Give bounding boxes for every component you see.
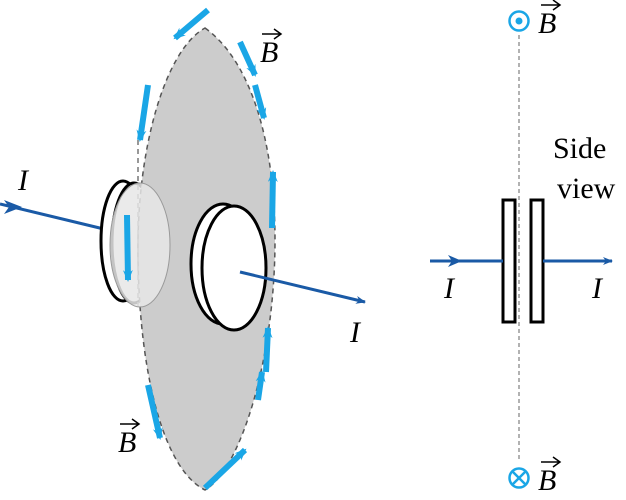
- svg-text:B: B: [538, 464, 556, 497]
- current-wire-out: [239, 270, 366, 304]
- field-arrow: [262, 326, 273, 373]
- field-arrow: [237, 40, 258, 77]
- field-arrow: [252, 84, 267, 120]
- field-arrow: [136, 84, 151, 142]
- side-view-label-line1: Side: [553, 132, 606, 165]
- side-view-label-line2: view: [557, 172, 616, 205]
- field-arrow: [202, 447, 248, 491]
- field-arrow: [173, 7, 210, 41]
- field-arrow: [122, 214, 133, 282]
- plate-overlap-shade: [109, 182, 171, 308]
- current-arrow-in-icon: [4, 200, 22, 214]
- field-label-side-bottom: B: [538, 456, 562, 497]
- dot-in-circle-icon: [508, 10, 530, 32]
- current-label-in: I: [17, 164, 30, 197]
- field-arrow: [267, 170, 278, 229]
- field-arrow: [145, 384, 163, 440]
- field-arrows: [122, 7, 278, 491]
- current-label-out: I: [349, 316, 362, 349]
- front-capacitor-plate: [189, 202, 268, 332]
- side-plate-right: [529, 198, 545, 324]
- field-arrow: [255, 370, 266, 401]
- svg-text:B: B: [260, 36, 278, 69]
- side-current-label-out: I: [591, 272, 604, 305]
- cross-in-circle-icon: [508, 467, 530, 489]
- side-current-in-arrow-icon: [448, 255, 462, 267]
- svg-text:B: B: [118, 426, 136, 459]
- svg-text:B: B: [538, 7, 556, 40]
- side-plate-left: [501, 198, 517, 324]
- side-current-label-in: I: [443, 272, 456, 305]
- field-label-bottom: B: [118, 418, 141, 459]
- field-label-top: B: [260, 28, 283, 69]
- field-label-side-top: B: [538, 0, 562, 40]
